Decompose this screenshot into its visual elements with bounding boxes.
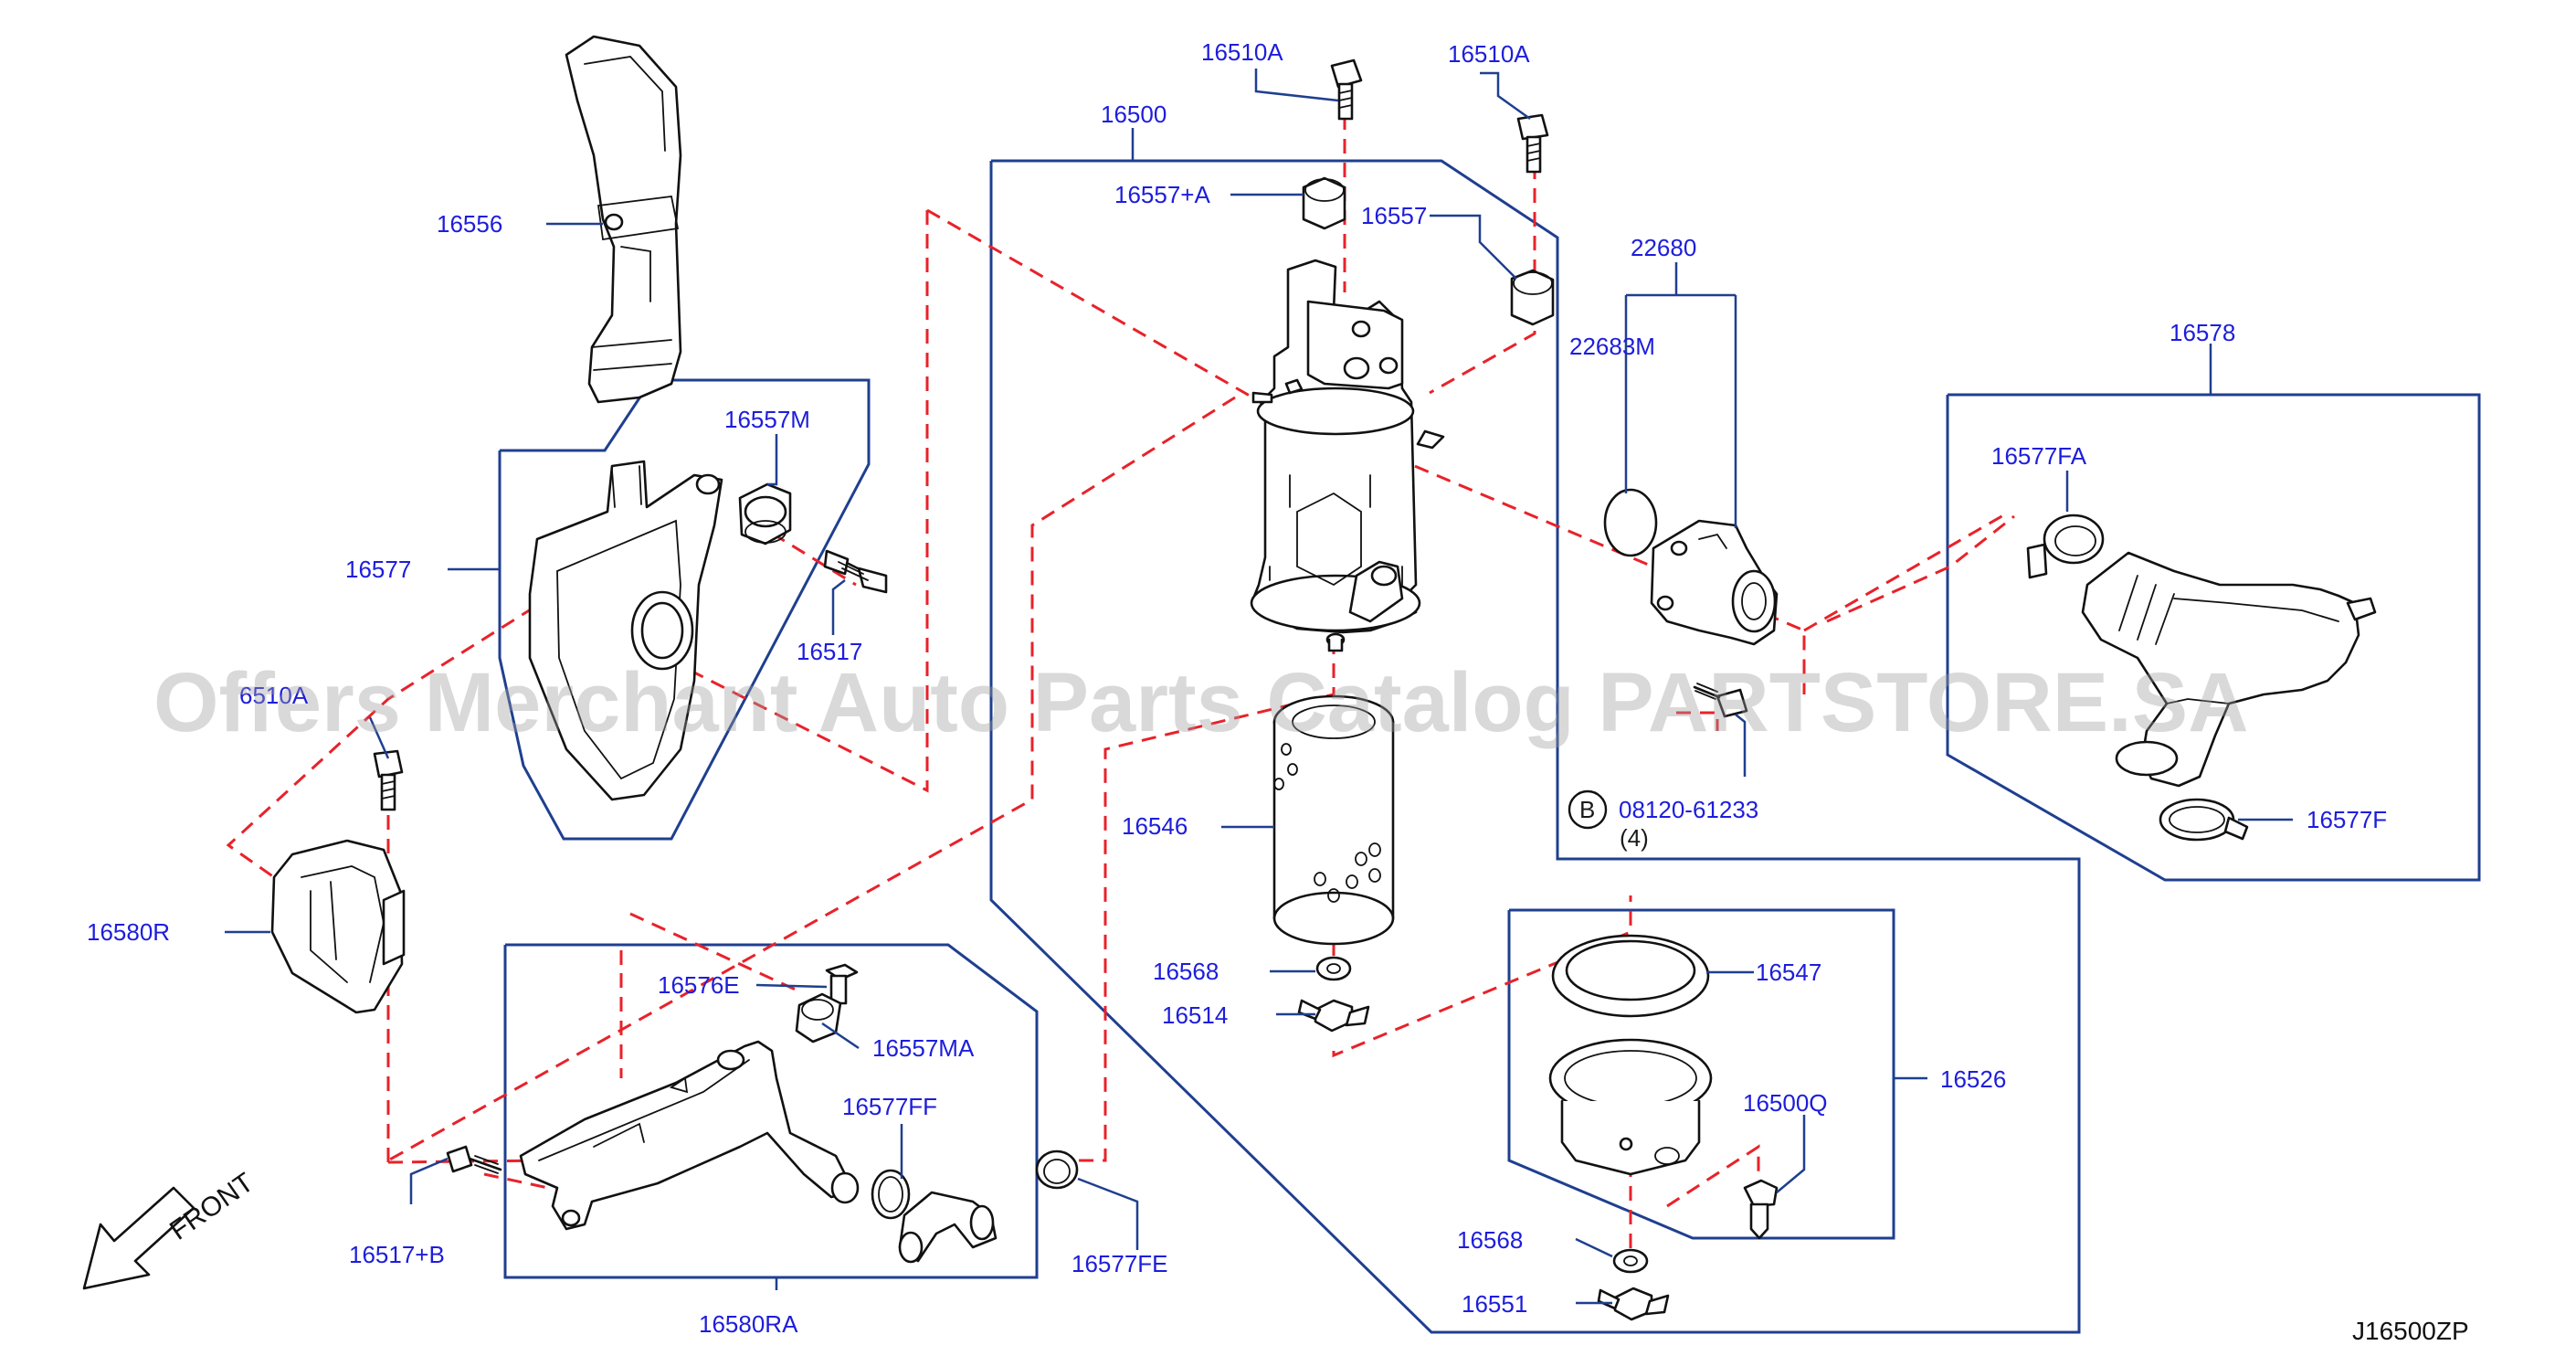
wingnut-16551[interactable] [1597, 1287, 1670, 1321]
assembly-16577-border [498, 378, 871, 841]
label-16547[interactable]: 16547 [1756, 959, 1821, 986]
grommet-16557M[interactable] [738, 482, 792, 546]
grommet-16557A[interactable] [1302, 176, 1346, 230]
label-16556[interactable]: 16556 [437, 210, 502, 238]
label-16557A[interactable]: 16557+A [1114, 181, 1210, 208]
label-16526[interactable]: 16526 [1940, 1065, 2006, 1093]
label-16577FF[interactable]: 16577FF [842, 1093, 937, 1120]
duct-16556[interactable] [565, 35, 682, 404]
label-16510A-right[interactable]: 16510A [1448, 40, 1530, 68]
label-16517B[interactable]: 16517+B [349, 1241, 445, 1268]
resonator-16580R[interactable] [270, 839, 406, 1014]
bolt-marker-circle [1568, 789, 1608, 830]
bracket-16577[interactable] [528, 460, 723, 801]
label-16557M[interactable]: 16557M [724, 406, 810, 433]
clamp-16577F[interactable] [2159, 798, 2249, 842]
bolt-16510A-left[interactable] [373, 749, 404, 811]
label-16546[interactable]: 16546 [1122, 812, 1188, 840]
grommet-16557[interactable] [1510, 269, 1555, 326]
air-cleaner-housing-16500[interactable] [1250, 259, 1445, 652]
label-16577[interactable]: 16577 [345, 556, 411, 583]
label-16577FA[interactable]: 16577FA [1991, 442, 2087, 470]
assembly-16580RA-border [503, 943, 1039, 1279]
clamp-16577FE[interactable] [1035, 1149, 1079, 1190]
group-borders [498, 159, 2481, 1334]
label-16500Q[interactable]: 16500Q [1743, 1089, 1828, 1117]
label-bolt-quantity: (4) [1620, 824, 1649, 852]
oring-22683M[interactable] [1603, 488, 1658, 557]
leader-lines [225, 69, 2293, 1305]
duct-16578[interactable] [2081, 551, 2377, 788]
label-16580RA[interactable]: 16580RA [699, 1310, 798, 1338]
assembly-16578-border [1946, 393, 2481, 882]
pin-16576E[interactable] [825, 963, 859, 1005]
hose-16580RA[interactable] [898, 1191, 998, 1264]
filter-element-16546[interactable] [1272, 694, 1395, 946]
dashed-connectors [226, 91, 2015, 1261]
bolt-marker-letter: B [1579, 796, 1595, 823]
washer-16568-upper[interactable] [1315, 956, 1352, 981]
label-16557MA[interactable]: 16557MA [872, 1034, 975, 1062]
part-labels: 16556 16557M 16577 16517 6510A 16580R 16… [87, 38, 2387, 1338]
label-16517[interactable]: 16517 [797, 638, 862, 665]
diagram-code: J16500ZP [2352, 1317, 2469, 1345]
dust-cup-16526[interactable] [1548, 1038, 1713, 1176]
label-16578[interactable]: 16578 [2170, 319, 2235, 346]
bolt-16510A-center[interactable] [1330, 58, 1363, 121]
assembly-16500-border [989, 159, 2081, 1334]
label-22683M[interactable]: 22683M [1569, 333, 1655, 360]
label-16510A-center[interactable]: 16510A [1201, 38, 1283, 66]
valve-16500Q[interactable] [1743, 1179, 1779, 1240]
washer-16568-lower[interactable] [1612, 1248, 1649, 1274]
label-16510A-left[interactable]: 6510A [239, 682, 309, 709]
watermark: Offers Merchant Auto Parts Catalog PARTS… [153, 656, 2249, 749]
label-16576E[interactable]: 16576E [658, 971, 740, 999]
clamp-16577FF[interactable] [871, 1169, 911, 1220]
bolt-16510A-right[interactable] [1516, 113, 1549, 174]
duct-16580RA[interactable] [519, 1040, 860, 1231]
clamp-16577FA[interactable] [2026, 514, 2105, 579]
grommet-16557MA[interactable] [795, 992, 842, 1043]
label-16568-upper[interactable]: 16568 [1153, 958, 1219, 985]
seal-16547[interactable] [1551, 934, 1710, 1018]
label-16568-lower[interactable]: 16568 [1457, 1226, 1523, 1254]
bolt-08120-61233[interactable] [1693, 683, 1748, 718]
label-08120-61233[interactable]: 08120-61233 [1619, 796, 1758, 823]
mass-air-flow-sensor-22680[interactable] [1650, 519, 1779, 646]
label-22680[interactable]: 22680 [1631, 234, 1696, 261]
label-16577F[interactable]: 16577F [2307, 806, 2387, 833]
front-arrow-icon [82, 1186, 195, 1290]
assembly-16526-border [1507, 908, 1895, 1240]
label-16500[interactable]: 16500 [1101, 101, 1167, 128]
label-16577FE[interactable]: 16577FE [1072, 1250, 1168, 1277]
wingnut-16514[interactable] [1297, 999, 1370, 1033]
label-16557[interactable]: 16557 [1361, 202, 1427, 229]
bolt-16517B[interactable] [446, 1145, 502, 1174]
front-indicator: FRONT [82, 1167, 259, 1290]
label-16514[interactable]: 16514 [1162, 1001, 1228, 1029]
label-16580R[interactable]: 16580R [87, 918, 170, 946]
label-16551[interactable]: 16551 [1462, 1290, 1527, 1318]
bolt-16517[interactable] [823, 549, 888, 594]
